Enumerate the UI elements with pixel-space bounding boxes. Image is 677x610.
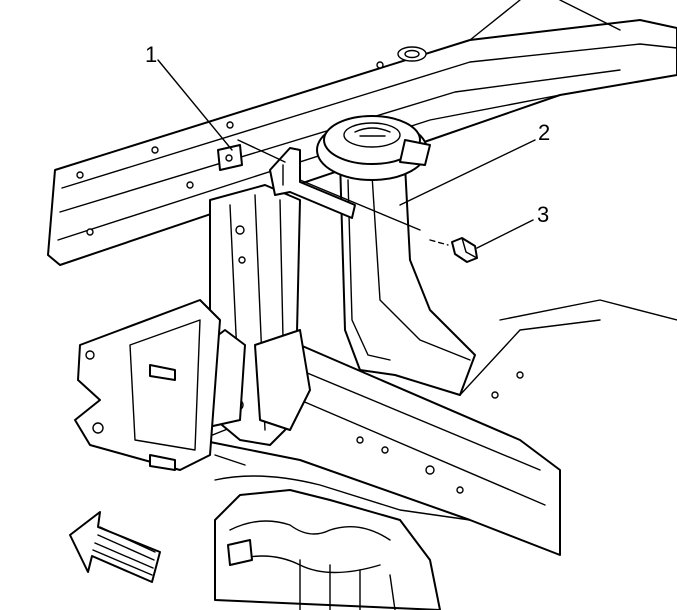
- surge-tank-filler-neck: [316, 115, 476, 396]
- bolt-item-3: [429, 237, 478, 263]
- callout-2: 2: [538, 120, 550, 145]
- callout-1: 1: [145, 42, 157, 67]
- bracket-item-1: [217, 144, 356, 219]
- side-mounting-plate: [74, 299, 246, 471]
- leader-lines: [157, 59, 536, 249]
- callout-3: 3: [537, 202, 549, 227]
- front-direction-arrow-icon: [69, 511, 161, 583]
- lower-tank: [214, 475, 471, 610]
